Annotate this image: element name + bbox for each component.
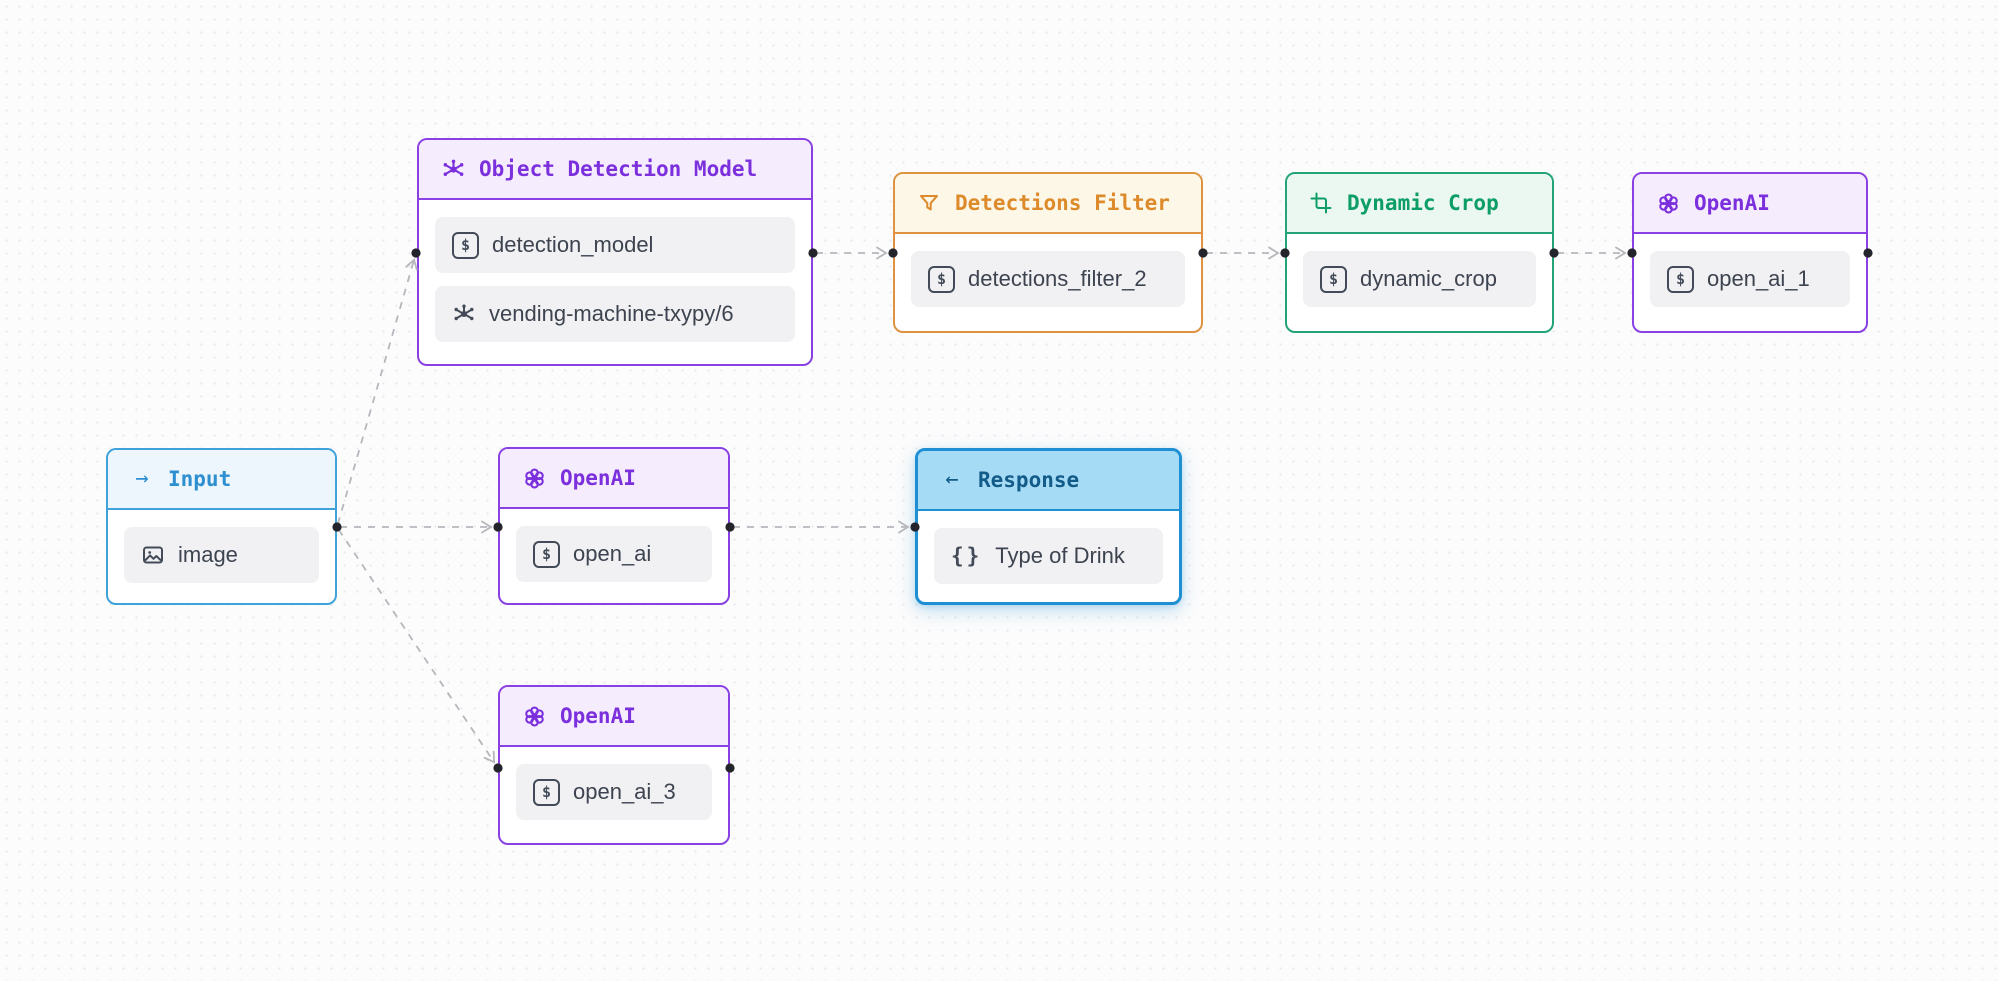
crop-icon [1308,190,1334,216]
node-open-ai[interactable]: OpenAI $ open_ai [498,447,730,605]
node-open-ai-header: OpenAI [500,449,728,509]
node-dynamic-crop[interactable]: Dynamic Crop $ dynamic_crop [1285,172,1554,333]
edge-arrowhead-icon [898,520,910,534]
pill-label: image [178,542,238,567]
node-body: $ open_ai_3 [500,747,728,837]
pill-type-of-drink[interactable]: {} Type of Drink [934,528,1163,584]
node-title: Response [978,468,1080,492]
pill-label: open_ai_3 [573,779,676,804]
pill-dynamic-crop[interactable]: $ dynamic_crop [1303,251,1536,307]
pill-detection-model[interactable]: $ detection_model [435,217,795,273]
node-input[interactable]: → Input image [106,448,337,605]
node-open-ai-1-header: OpenAI [1634,174,1866,234]
pill-image[interactable]: image [124,527,319,583]
node-dynamic-crop-header: Dynamic Crop [1287,174,1552,234]
node-title: OpenAI [560,704,636,728]
pill-label: detections_filter_2 [968,266,1147,291]
node-open-ai-1[interactable]: OpenAI $ open_ai_1 [1632,172,1868,333]
node-body: image [108,510,335,600]
edge-arrowhead-icon [1615,246,1627,260]
image-icon [141,543,165,567]
pill-label: open_ai_1 [1707,266,1810,291]
node-title: Detections Filter [955,191,1170,215]
node-response[interactable]: ← Response {} Type of Drink [915,448,1182,605]
edge-input-to-object_detection_model [336,261,415,525]
pill-open-ai-1[interactable]: $ open_ai_1 [1650,251,1850,307]
edge-arrowhead-icon [405,258,418,271]
arrow-right-icon: → [135,466,149,491]
pill-label: open_ai [573,541,652,566]
pill-label: detection_model [492,232,654,257]
node-body: $ open_ai [500,509,728,599]
node-open-ai-3-header: OpenAI [500,687,728,747]
filter-icon [916,190,942,216]
pill-model-id[interactable]: vending-machine-txypy/6 [435,286,795,342]
model-icon [452,302,476,326]
parameter-icon: $ [1667,265,1694,293]
node-body: {} Type of Drink [918,511,1179,601]
pill-open-ai[interactable]: $ open_ai [516,526,712,582]
parameter-icon: $ [533,778,560,806]
node-body: $ detections_filter_2 [895,234,1201,324]
pill-label: Type of Drink [995,543,1125,568]
pill-label: dynamic_crop [1360,266,1497,291]
pill-detections-filter[interactable]: $ detections_filter_2 [911,251,1185,307]
node-detections-filter[interactable]: Detections Filter $ detections_filter_2 [893,172,1203,333]
parameter-icon: $ [1320,265,1347,293]
node-input-header: → Input [108,450,335,510]
openai-icon [521,703,547,729]
pill-open-ai-3[interactable]: $ open_ai_3 [516,764,712,820]
node-detections-filter-header: Detections Filter [895,174,1201,234]
edge-input-to-open_ai_3 [337,528,494,762]
node-title: Object Detection Model [479,157,758,181]
node-body: $ open_ai_1 [1634,234,1866,324]
model-icon [440,156,466,182]
node-object-detection-model-header: Object Detection Model [419,140,811,200]
parameter-icon: $ [533,540,560,568]
node-body: $ dynamic_crop [1287,234,1552,324]
edge-arrowhead-icon [1268,246,1280,260]
edge-arrowhead-icon [876,246,888,260]
node-response-header: ← Response [918,451,1179,511]
node-open-ai-3[interactable]: OpenAI $ open_ai_3 [498,685,730,845]
parameter-icon: $ [928,265,955,293]
openai-icon [521,465,547,491]
openai-icon [1655,190,1681,216]
edge-arrowhead-icon [481,520,493,534]
pill-label: vending-machine-txypy/6 [489,301,734,326]
node-title: OpenAI [560,466,636,490]
node-object-detection-model[interactable]: Object Detection Model $ detection_model [417,138,813,366]
node-title: OpenAI [1694,191,1770,215]
edge-arrowhead-icon [483,750,496,764]
node-title: Dynamic Crop [1347,191,1499,215]
parameter-icon: $ [452,231,479,259]
braces-icon: {} [951,544,983,568]
node-title: Input [168,467,232,491]
node-body: $ detection_model [419,200,811,359]
arrow-left-icon: ← [945,467,959,492]
